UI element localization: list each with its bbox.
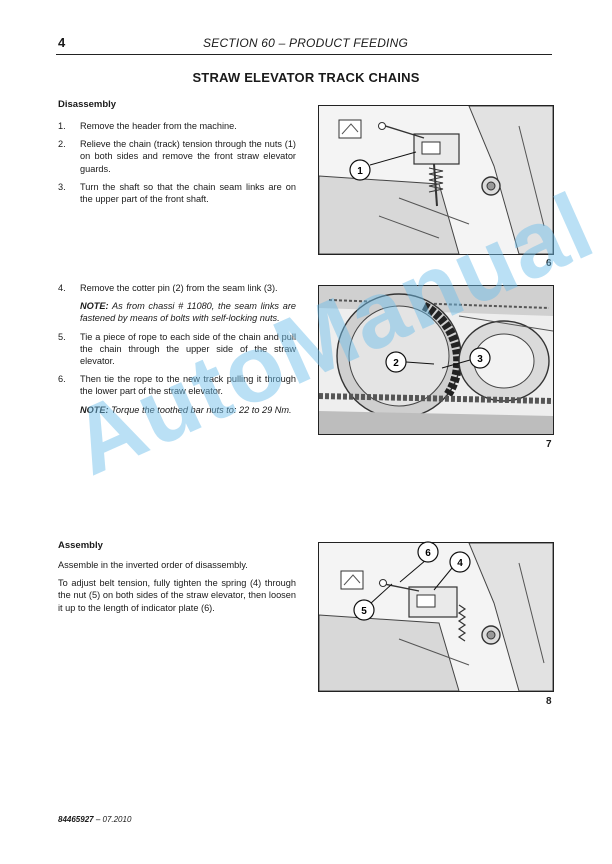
callout-circle: [349, 159, 371, 181]
assembly-para-2: To adjust belt tension, fully tighten th…: [58, 578, 296, 613]
callout-circle: [353, 599, 375, 621]
assembly-heading: Assembly: [58, 540, 103, 551]
callout-2: 2: [393, 358, 399, 369]
disassembly-steps-2: 4.Remove the cotter pin (2) from the sea…: [58, 282, 296, 422]
callout-4: 4: [457, 558, 463, 569]
callout-3: 3: [477, 354, 483, 365]
note-seam-links: NOTE: As from chassi # 11080, the seam l…: [80, 301, 296, 324]
figure-6-number: 6: [546, 258, 552, 269]
figure-7-illustration: [318, 285, 554, 435]
figure-7-callouts: 2 3: [385, 347, 491, 373]
callout-circle: [449, 551, 471, 573]
page-number: 4: [58, 35, 66, 50]
figure-7-number: 7: [546, 439, 552, 450]
section-title: SECTION 60 – PRODUCT FEEDING: [203, 36, 408, 50]
step-2: 2.Relieve the chain (track) tension thro…: [58, 139, 296, 174]
figure-6-callouts: 1: [349, 151, 417, 181]
callout-circle: [417, 541, 439, 563]
page-header: 4 SECTION 60 – PRODUCT FEEDING: [56, 34, 552, 55]
footer: 84465927 – 07.2010: [58, 815, 131, 824]
disassembly-steps-1: 1.Remove the header from the machine. 2.…: [58, 120, 296, 211]
page-title: STRAW ELEVATOR TRACK CHAINS: [192, 70, 420, 85]
step-6: 6.Then tie the rope to the new track pul…: [58, 374, 296, 397]
document-date: – 07.2010: [93, 815, 132, 824]
document-code: 84465927: [58, 815, 94, 824]
step-4: 4.Remove the cotter pin (2) from the sea…: [58, 283, 278, 293]
note-torque: NOTE: Torque the toothed bar nuts to: 22…: [80, 404, 292, 415]
figure-8-number: 8: [546, 696, 552, 707]
figure-8-callouts: 6 4 5: [353, 541, 471, 621]
assembly-text: Assemble in the inverted order of disass…: [58, 559, 296, 620]
assembly-para-1: Assemble in the inverted order of disass…: [58, 560, 248, 570]
figure-6-illustration: [318, 105, 554, 255]
callout-5: 5: [361, 606, 367, 617]
step-3: 3.Turn the shaft so that the chain seam …: [58, 181, 296, 205]
step-5: 5.Tie a piece of rope to each side of th…: [58, 331, 296, 367]
callout-1: 1: [357, 166, 363, 177]
callout-circle: [385, 351, 407, 373]
callout-circle: [469, 347, 491, 369]
step-1: 1.Remove the header from the machine.: [58, 121, 237, 131]
callout-6: 6: [425, 548, 431, 559]
disassembly-heading: Disassembly: [58, 99, 117, 110]
